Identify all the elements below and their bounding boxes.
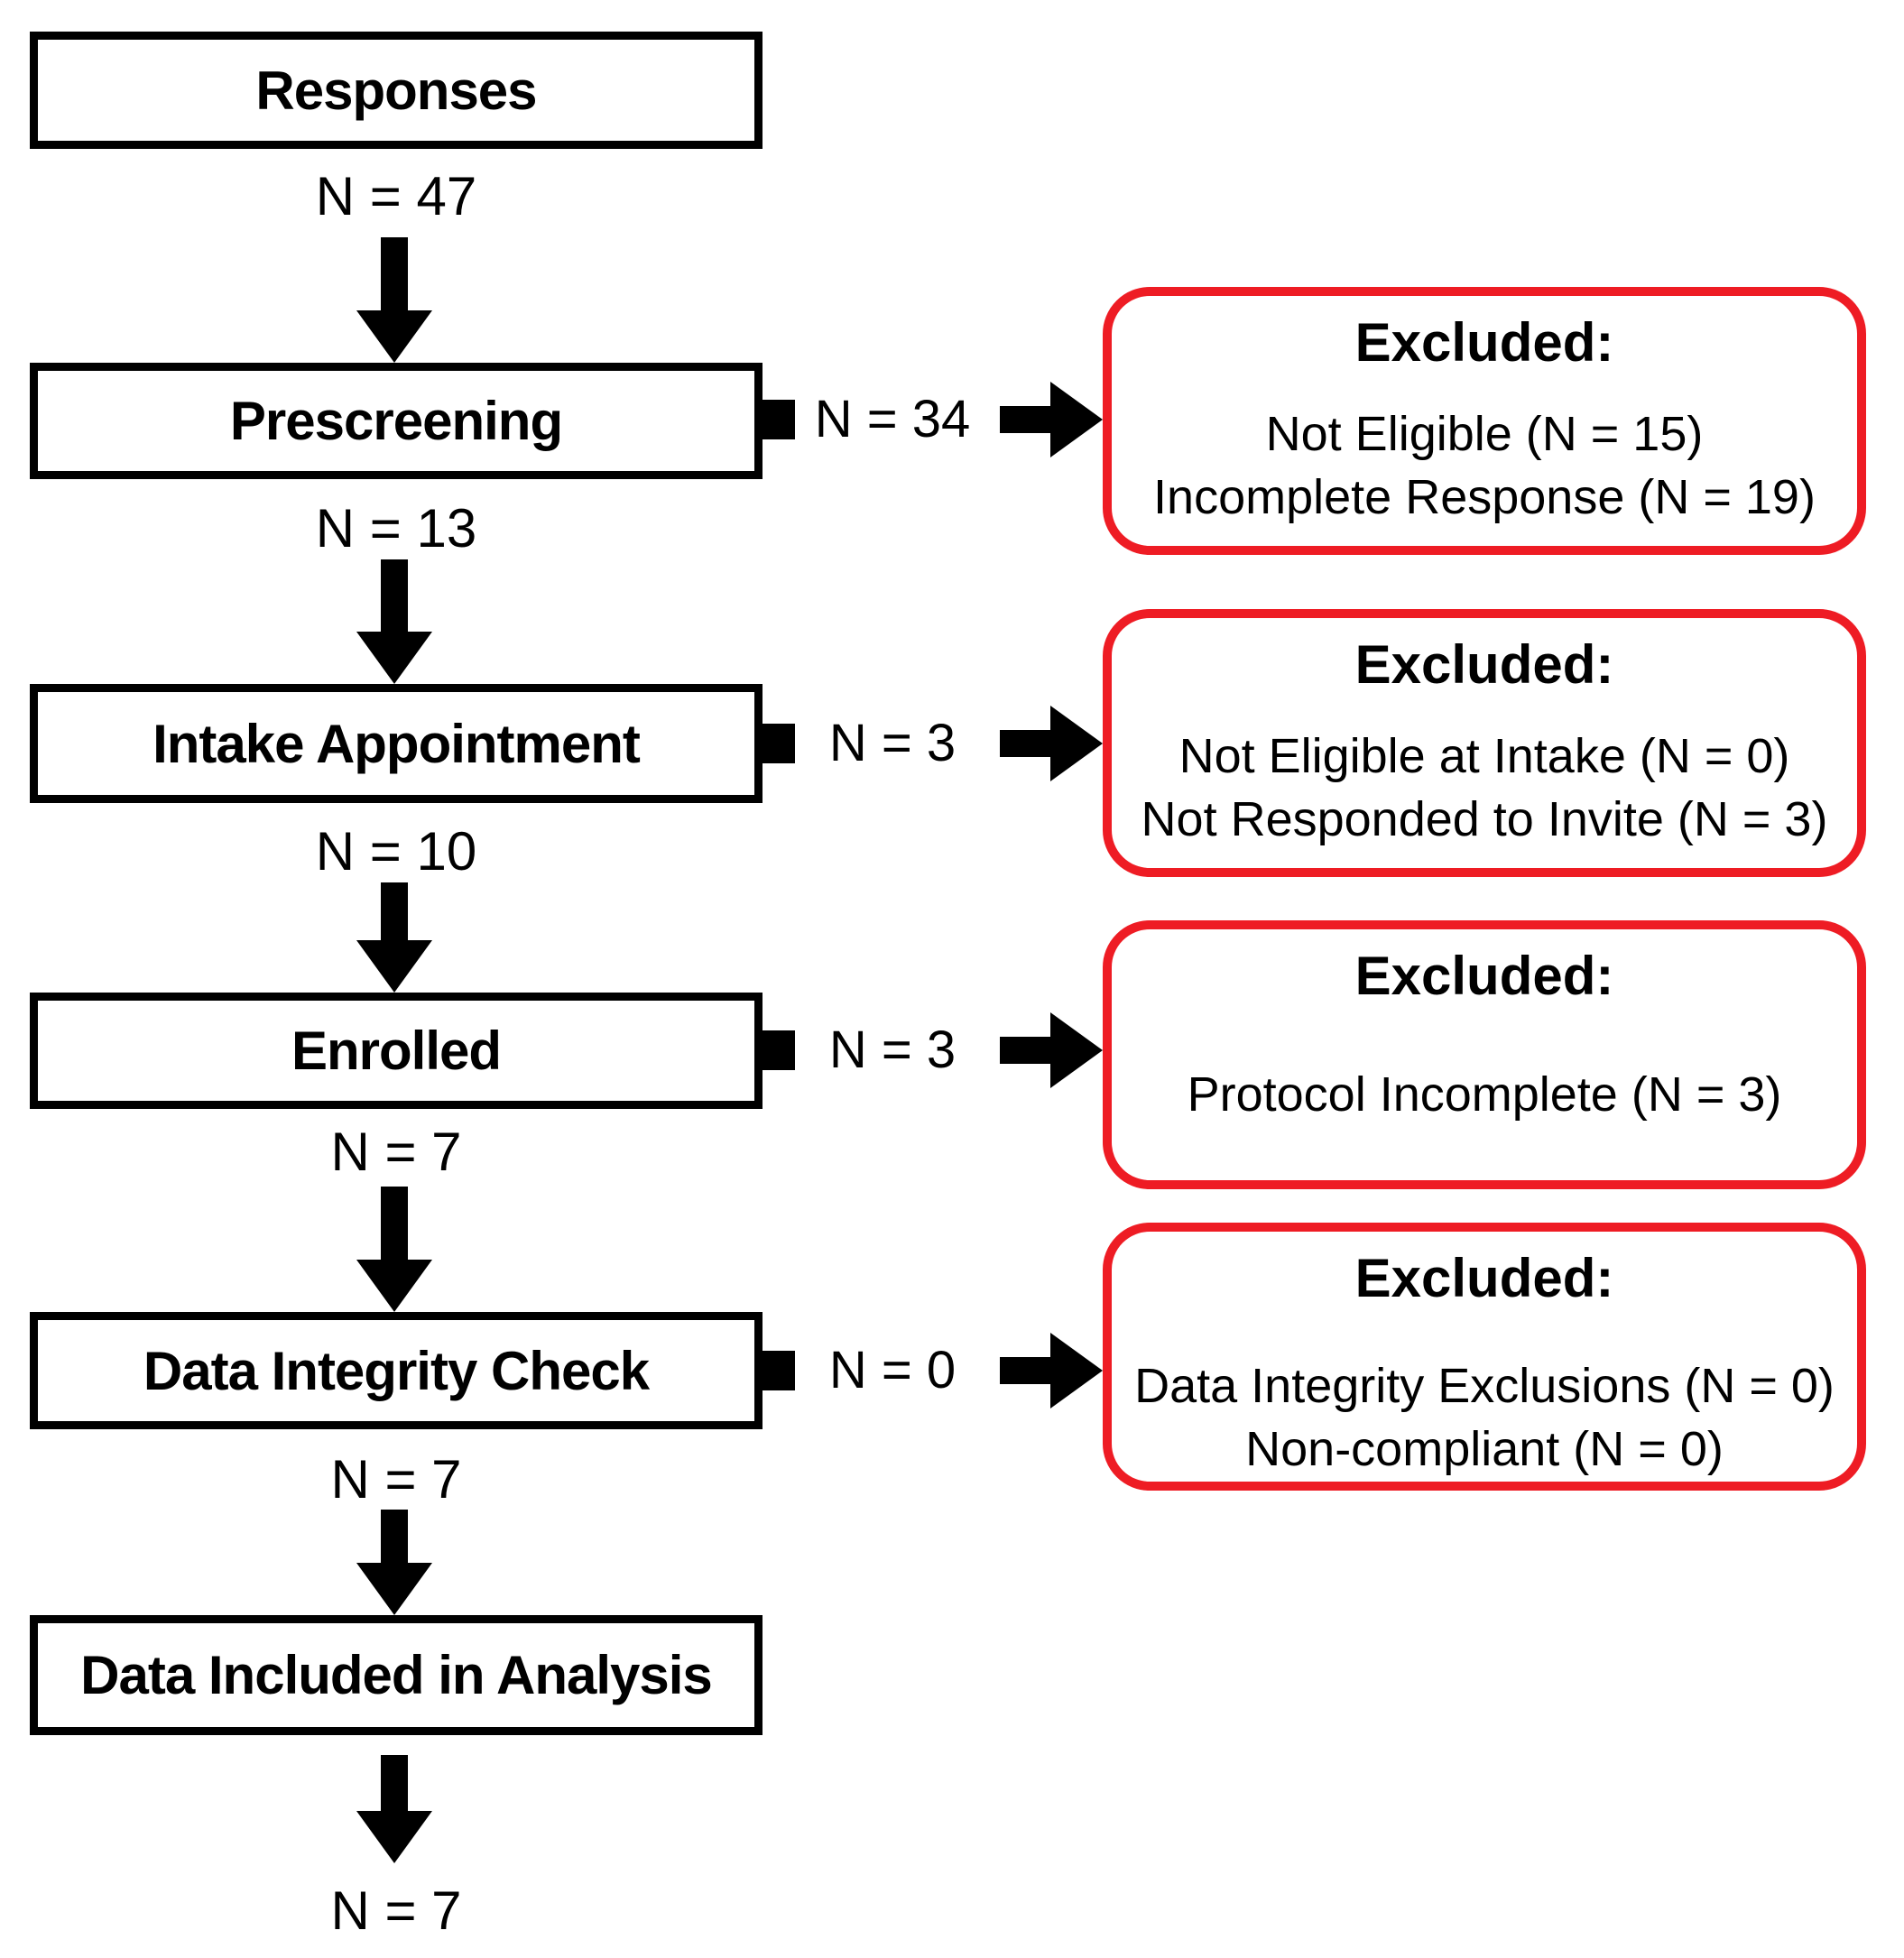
- connector-stub: [763, 724, 795, 763]
- arrow-shaft: [381, 559, 408, 632]
- down-arrow-icon: [356, 882, 432, 993]
- arrow-head: [1050, 706, 1103, 781]
- stage-count-prescreening: N = 13: [315, 498, 477, 559]
- exclusion-reason: Not Eligible at Intake (N = 0): [1178, 729, 1790, 783]
- stage-label: Intake Appointment: [153, 713, 641, 774]
- right-arrow-icon: [1000, 1333, 1103, 1408]
- excluded-count-data-integrity: N = 0: [828, 1341, 957, 1399]
- exclusion-reason: Not Responded to Invite (N = 3): [1141, 792, 1828, 846]
- exclusion-box-intake: Excluded: Not Eligible at Intake (N = 0)…: [1103, 609, 1866, 877]
- arrow-shaft: [1000, 730, 1050, 757]
- excluded-count-prescreening: N = 34: [814, 390, 971, 448]
- stage-label: Data Integrity Check: [143, 1340, 650, 1401]
- exclusion-reason: Non-compliant (N = 0): [1245, 1422, 1724, 1476]
- exclusion-box-prescreening: Excluded: Not Eligible (N = 15) Incomple…: [1103, 287, 1866, 555]
- exclusion-reason: Not Eligible (N = 15): [1265, 407, 1704, 461]
- right-arrow-icon: [1000, 706, 1103, 781]
- right-arrow-icon: [1000, 382, 1103, 457]
- stage-label: Prescreening: [229, 391, 563, 451]
- exclusion-title: Excluded:: [1354, 312, 1614, 373]
- stage-box-prescreening: Prescreening: [30, 363, 763, 479]
- stage-count-data-integrity: N = 7: [330, 1449, 462, 1510]
- down-arrow-icon: [356, 1187, 432, 1312]
- arrow-head: [356, 940, 432, 993]
- excluded-count-intake: N = 3: [828, 714, 957, 772]
- arrow-head: [356, 1260, 432, 1312]
- exclusion-box-data-integrity: Excluded: Data Integrity Exclusions (N =…: [1103, 1223, 1866, 1491]
- stage-count-intake: N = 10: [315, 821, 477, 882]
- arrow-shaft: [381, 1510, 408, 1563]
- arrow-head: [356, 310, 432, 363]
- down-arrow-icon: [356, 1755, 432, 1863]
- arrow-head: [356, 1811, 432, 1863]
- stage-box-enrolled: Enrolled: [30, 993, 763, 1109]
- excluded-count-enrolled: N = 3: [828, 1021, 957, 1079]
- arrow-head: [1050, 1012, 1103, 1088]
- stage-count-enrolled: N = 7: [330, 1122, 462, 1182]
- arrow-shaft: [381, 1755, 408, 1811]
- down-arrow-icon: [356, 559, 432, 684]
- exclusion-reason: Incomplete Response (N = 19): [1153, 470, 1816, 524]
- stage-box-data-included-in-analysis: Data Included in Analysis: [30, 1615, 763, 1735]
- stage-label: Enrolled: [291, 1021, 502, 1081]
- arrow-shaft: [1000, 1357, 1050, 1384]
- exclusion-title: Excluded:: [1354, 946, 1614, 1006]
- stage-box-responses: Responses: [30, 32, 763, 149]
- arrow-shaft: [1000, 406, 1050, 433]
- exclusion-reason: Protocol Incomplete (N = 3): [1187, 1067, 1782, 1122]
- right-arrow-icon: [1000, 1012, 1103, 1088]
- exclusion-title: Excluded:: [1354, 1248, 1614, 1308]
- stage-label: Responses: [255, 60, 537, 121]
- arrow-head: [356, 1563, 432, 1615]
- stage-count-final: N = 7: [330, 1880, 462, 1941]
- connector-stub: [763, 1351, 795, 1390]
- arrow-head: [1050, 1333, 1103, 1408]
- exclusion-box-enrolled: Excluded: Protocol Incomplete (N = 3): [1103, 920, 1866, 1189]
- arrow-head: [356, 632, 432, 684]
- exclusion-title: Excluded:: [1354, 634, 1614, 695]
- connector-stub: [763, 400, 795, 439]
- stage-count-responses: N = 47: [315, 166, 477, 226]
- arrow-shaft: [381, 237, 408, 310]
- arrow-shaft: [381, 882, 408, 940]
- down-arrow-icon: [356, 1510, 432, 1615]
- down-arrow-icon: [356, 237, 432, 363]
- connector-stub: [763, 1030, 795, 1070]
- arrow-head: [1050, 382, 1103, 457]
- stage-box-data-integrity-check: Data Integrity Check: [30, 1312, 763, 1429]
- arrow-shaft: [1000, 1037, 1050, 1064]
- stage-label: Data Included in Analysis: [80, 1645, 713, 1705]
- stage-box-intake-appointment: Intake Appointment: [30, 684, 763, 803]
- arrow-shaft: [381, 1187, 408, 1260]
- exclusion-reason: Data Integrity Exclusions (N = 0): [1134, 1359, 1835, 1413]
